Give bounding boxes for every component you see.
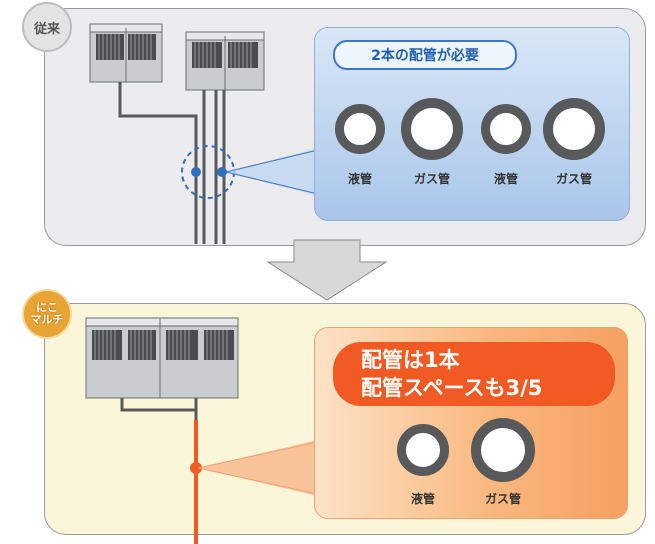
before-callout-title: 2本の配管が必要 [333, 40, 517, 70]
after-headline-line1: 配管は1本 [361, 348, 460, 372]
gas-pipe-cross-section [543, 98, 605, 160]
pipe-joint-dot [190, 462, 202, 474]
before-badge: 従来 [22, 2, 72, 52]
multi-unit-left [85, 317, 161, 399]
pipe-label: 液管 [347, 172, 372, 186]
after-piping [120, 398, 198, 544]
after-headline: 配管は1本 配管スペースも3/5 [333, 342, 615, 406]
outdoor-unit-right [185, 31, 265, 91]
after-headline-line2: 配管スペースも3/5 [361, 376, 543, 400]
liquid-pipe-cross-section [397, 424, 449, 476]
down-arrow [266, 239, 388, 301]
multi-unit-right [159, 317, 239, 399]
liquid-pipe-cross-section [481, 104, 531, 154]
before-badge-label: 従来 [33, 21, 60, 37]
pipe-joint-dot [191, 167, 201, 177]
pipe-label: ガス管 [484, 492, 521, 506]
callout-pointer-top [226, 148, 318, 196]
liquid-pipe-cross-section [335, 104, 385, 154]
pipe-label: 液管 [493, 172, 518, 186]
before-piping [118, 82, 226, 244]
before-callout: 2本の配管が必要 液管 ガス管 液管 ガス管 [314, 27, 630, 221]
pipe-joint-dot [217, 167, 227, 177]
pipe-label: 液管 [410, 492, 435, 506]
after-badge-line1: にこ [36, 301, 58, 314]
outdoor-unit-left [89, 23, 163, 83]
after-badge: にこ マルチ [22, 289, 72, 339]
after-callout: 配管は1本 配管スペースも3/5 液管 ガス管 [314, 327, 628, 519]
callout-pointer-bottom [198, 440, 318, 496]
after-badge-line2: マルチ [30, 313, 64, 326]
pipe-label: ガス管 [555, 172, 592, 186]
pipe-label: ガス管 [413, 172, 450, 186]
gas-pipe-cross-section [401, 98, 463, 160]
gas-pipe-cross-section [471, 418, 535, 482]
